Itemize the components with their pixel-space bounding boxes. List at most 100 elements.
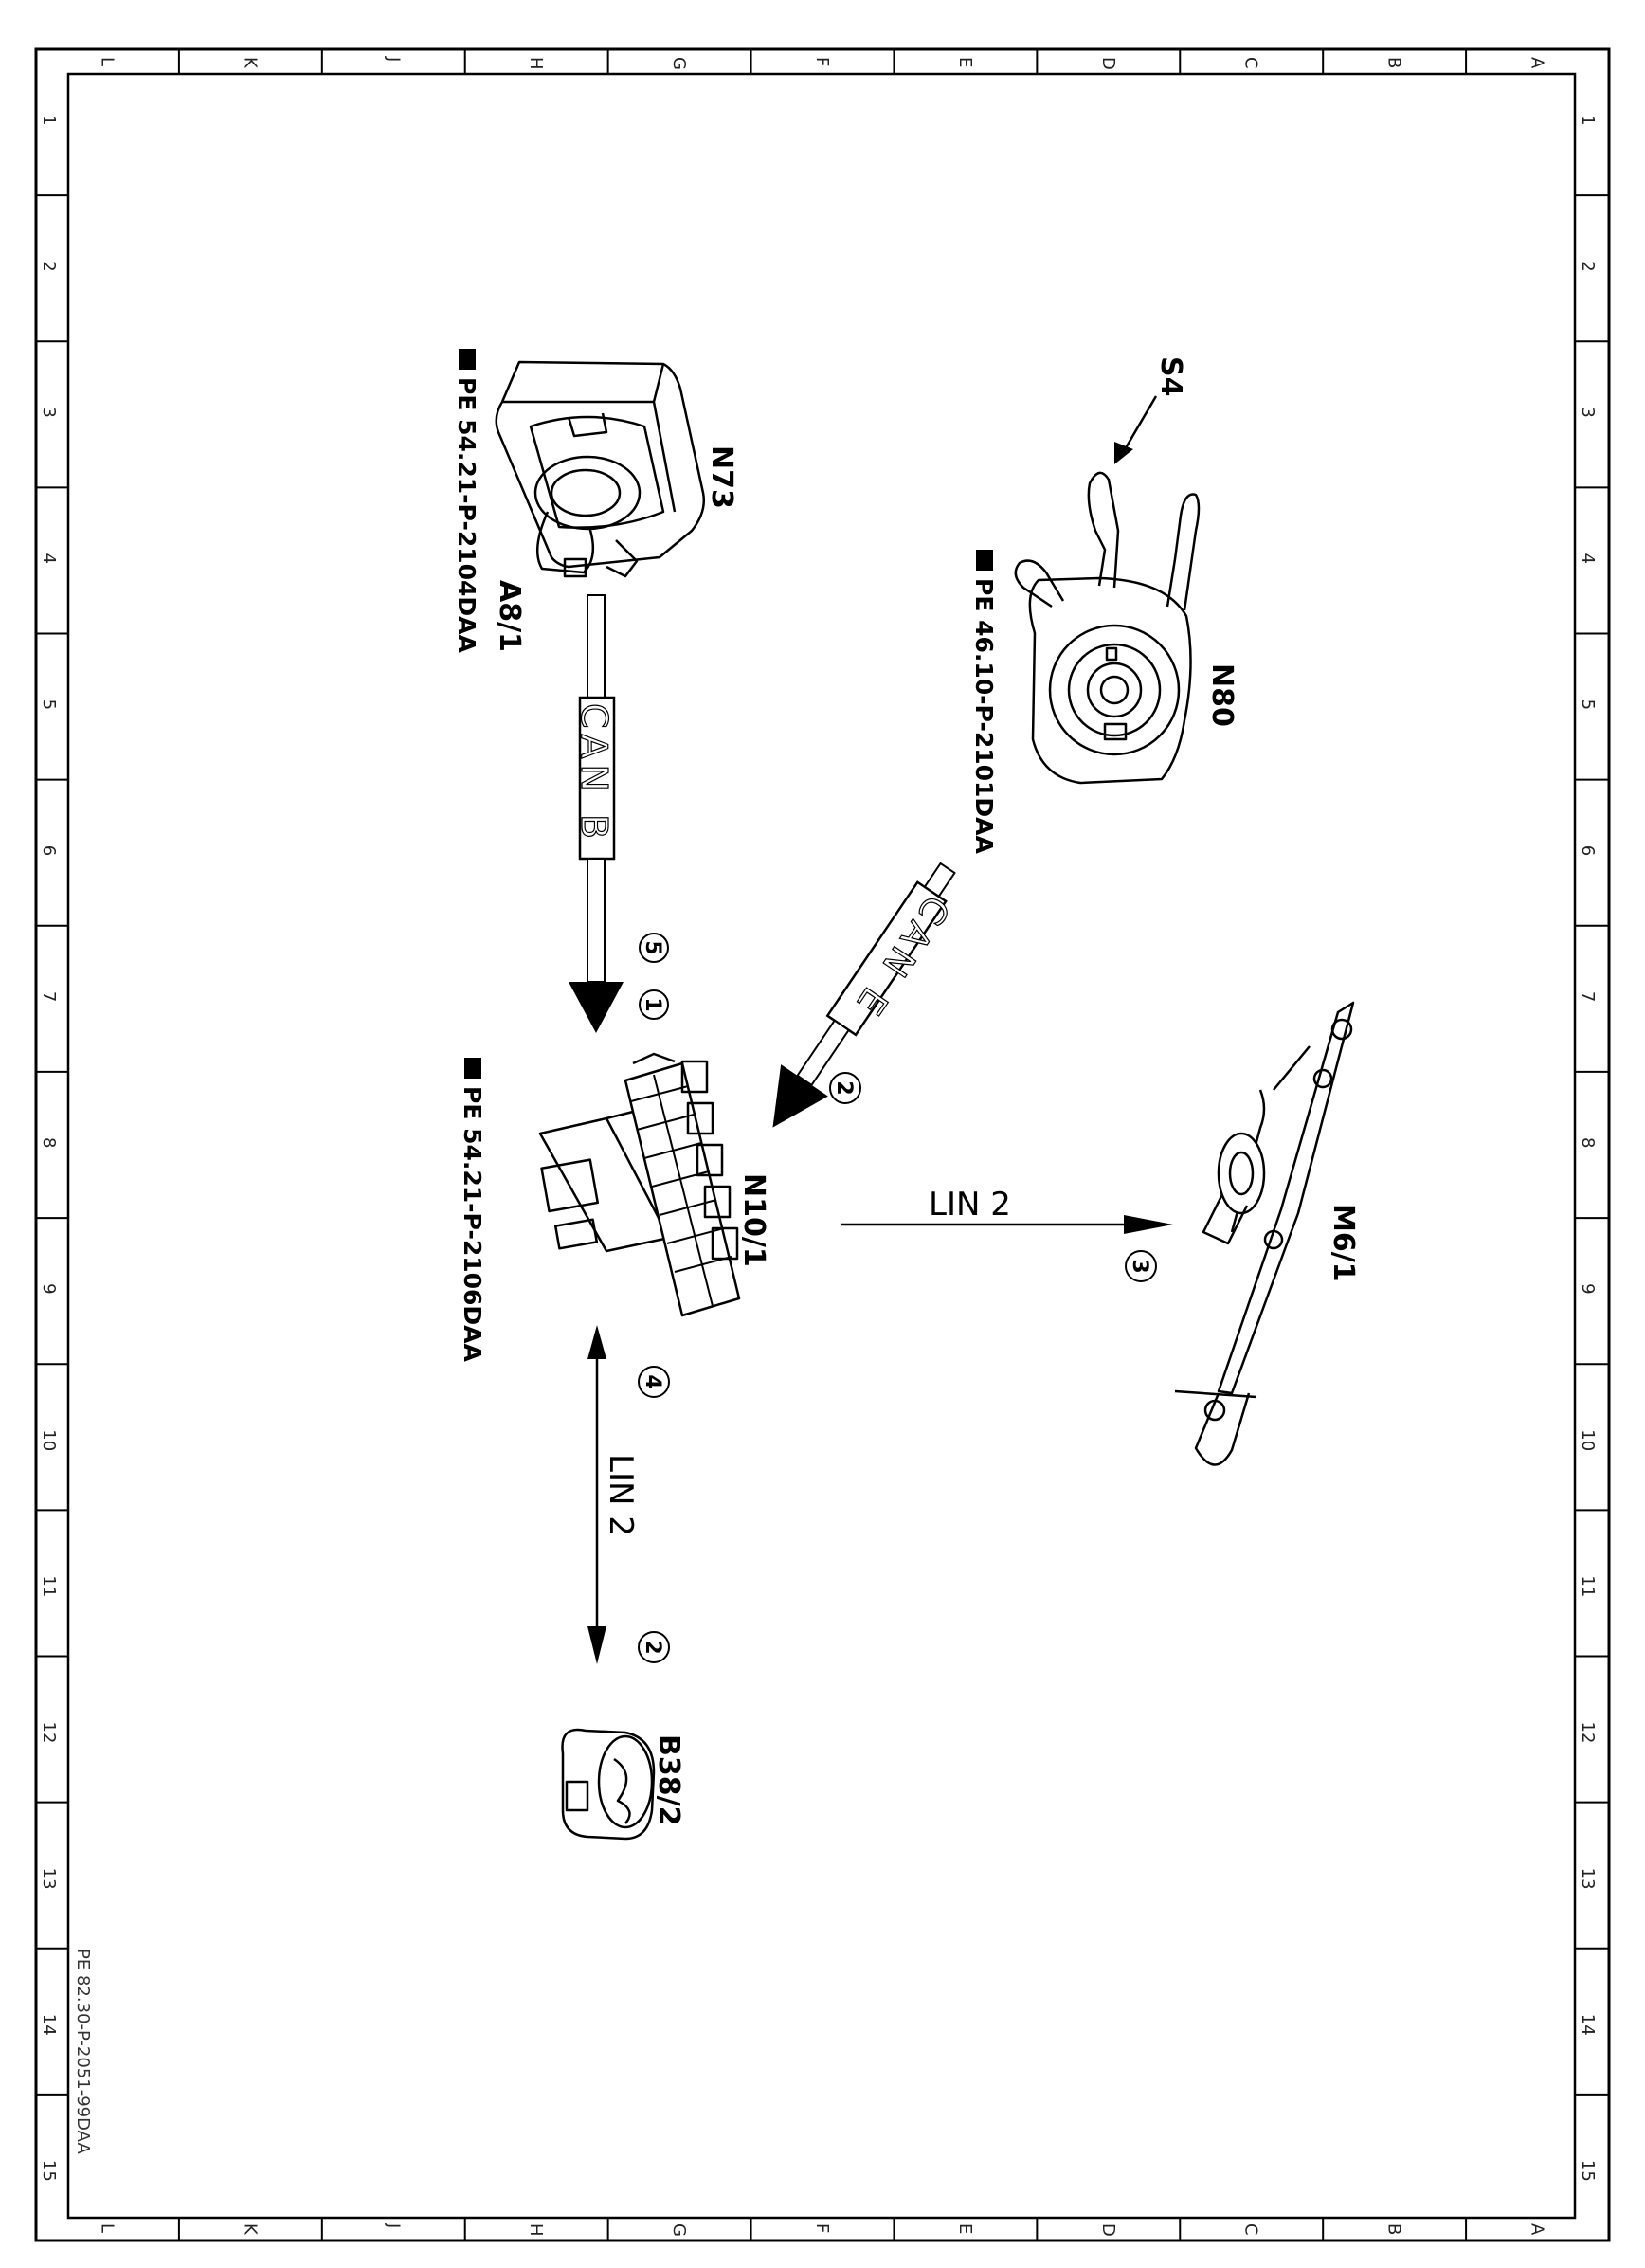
column-letter-top: A xyxy=(1528,57,1547,69)
callout-2-lin-text: 2 xyxy=(641,1640,664,1654)
callout-1-text: 1 xyxy=(641,997,664,1011)
can-b-connection: CAN B xyxy=(569,594,624,1033)
row-number-left: 2 xyxy=(39,261,59,271)
row-number-left: 8 xyxy=(39,1137,59,1148)
document-number: PE 82.30-P-2051-99DAA xyxy=(73,1949,93,2154)
hand-pointer-icon xyxy=(459,349,476,370)
column-letter-top: E xyxy=(955,57,975,67)
callout-4: 4 xyxy=(638,1366,670,1398)
row-number-left: 12 xyxy=(39,1722,59,1744)
row-number-left: 15 xyxy=(39,2160,59,2182)
row-number-left: 4 xyxy=(39,553,59,563)
column-letter-bottom: C xyxy=(1241,2223,1261,2236)
n80-label: N80 xyxy=(1205,663,1238,727)
row-number-right: 12 xyxy=(1578,1722,1598,1744)
n73-label: N73 xyxy=(705,445,738,509)
row-number-right: 4 xyxy=(1578,553,1598,563)
lin-2-down-label: LIN 2 xyxy=(602,1454,640,1536)
callout-4-text: 4 xyxy=(641,1374,664,1388)
callout-5: 5 xyxy=(639,933,669,963)
callout-3-text: 3 xyxy=(1128,1259,1151,1273)
row-number-left: 3 xyxy=(39,407,59,417)
hand-pointer-icon xyxy=(976,550,993,571)
column-letter-bottom: G xyxy=(669,2223,689,2237)
b38-2-label: B38/2 xyxy=(652,1734,685,1825)
a8-1-label: A8/1 xyxy=(493,580,526,652)
n73-reference: PE 54.21-P-2104DAA xyxy=(453,349,480,653)
callout-5-text: 5 xyxy=(641,940,664,954)
lin-2-right-connection: LIN 2 xyxy=(841,1186,1173,1234)
row-number-right: 7 xyxy=(1578,991,1598,1002)
lin-2-down-arrowhead-top xyxy=(588,1325,606,1359)
column-letter-bottom: L xyxy=(97,2223,117,2233)
row-number-left: 5 xyxy=(39,699,59,710)
b38-2-sensor-drawing xyxy=(561,1728,656,1841)
can-b-arrowhead xyxy=(569,982,624,1033)
row-number-right: 13 xyxy=(1578,1868,1598,1890)
s4-label: S4 xyxy=(1154,356,1187,396)
lin-2-right-arrowhead xyxy=(1124,1215,1173,1234)
row-number-left: 10 xyxy=(39,1429,59,1451)
row-number-left: 14 xyxy=(39,2014,59,2036)
n80-steering-column-module-drawing xyxy=(1014,471,1201,785)
n80-reference: PE 46.10-P-2101DAA xyxy=(970,550,998,854)
lin-2-down-arrowhead-bottom xyxy=(588,1626,606,1664)
n80-reference-text: PE 46.10-P-2101DAA xyxy=(970,578,998,854)
m6-1-label: M6/1 xyxy=(1327,1204,1360,1282)
can-e-connection xyxy=(772,862,956,1128)
callout-1: 1 xyxy=(639,989,669,1020)
n73-ignition-module-drawing xyxy=(495,360,705,578)
row-number-right: 10 xyxy=(1578,1429,1598,1451)
row-number-left: 1 xyxy=(39,115,59,125)
s4-pointer: S4 xyxy=(1114,356,1187,464)
column-letter-top: K xyxy=(240,57,260,69)
column-letter-top: D xyxy=(1098,57,1118,70)
lin-2-down-connection: LIN 2 xyxy=(588,1325,640,1664)
column-letter-top: L xyxy=(97,57,117,66)
column-letter-bottom: E xyxy=(955,2223,975,2234)
callout-2-lin: 2 xyxy=(638,1631,670,1663)
row-number-right: 5 xyxy=(1578,699,1598,710)
row-number-right: 2 xyxy=(1578,261,1598,271)
row-number-left: 7 xyxy=(39,991,59,1002)
column-letter-bottom: B xyxy=(1384,2223,1404,2235)
outer-frame xyxy=(34,47,1611,2242)
column-letter-bottom: J xyxy=(383,2223,403,2228)
row-number-right: 1 xyxy=(1578,115,1598,125)
n73-reference-text: PE 54.21-P-2104DAA xyxy=(453,377,480,653)
inner-frame xyxy=(66,72,1577,2220)
row-number-right: 14 xyxy=(1578,2014,1598,2036)
callout-3: 3 xyxy=(1125,1250,1157,1282)
row-number-right: 8 xyxy=(1578,1137,1598,1148)
row-number-left: 11 xyxy=(39,1575,59,1597)
hand-pointer-icon xyxy=(464,1058,481,1079)
can-e-arrowhead xyxy=(772,1064,828,1128)
row-number-right: 3 xyxy=(1578,407,1598,417)
column-letter-bottom: H xyxy=(526,2223,546,2237)
column-letter-top: G xyxy=(669,57,689,70)
row-number-right: 9 xyxy=(1578,1283,1598,1294)
callout-2-can-text: 2 xyxy=(832,1080,856,1095)
column-letter-bottom: A xyxy=(1528,2223,1547,2236)
row-number-left: 6 xyxy=(39,845,59,856)
row-number-right: 6 xyxy=(1578,845,1598,856)
m6-1-wiper-motor-drawing xyxy=(1174,1001,1355,1466)
lin-2-right-label: LIN 2 xyxy=(929,1186,1011,1224)
n10-1-label: N10/1 xyxy=(737,1173,770,1267)
column-letter-top: H xyxy=(526,57,546,70)
callout-2-can: 2 xyxy=(829,1072,861,1104)
can-b-label: CAN B xyxy=(573,703,615,844)
column-letter-top: B xyxy=(1384,57,1404,68)
row-number-left: 9 xyxy=(39,1283,59,1294)
column-letter-bottom: K xyxy=(240,2223,260,2236)
column-letter-top: J xyxy=(383,56,403,62)
n10-1-reference: PE 54.21-P-2106DAA xyxy=(459,1058,486,1362)
